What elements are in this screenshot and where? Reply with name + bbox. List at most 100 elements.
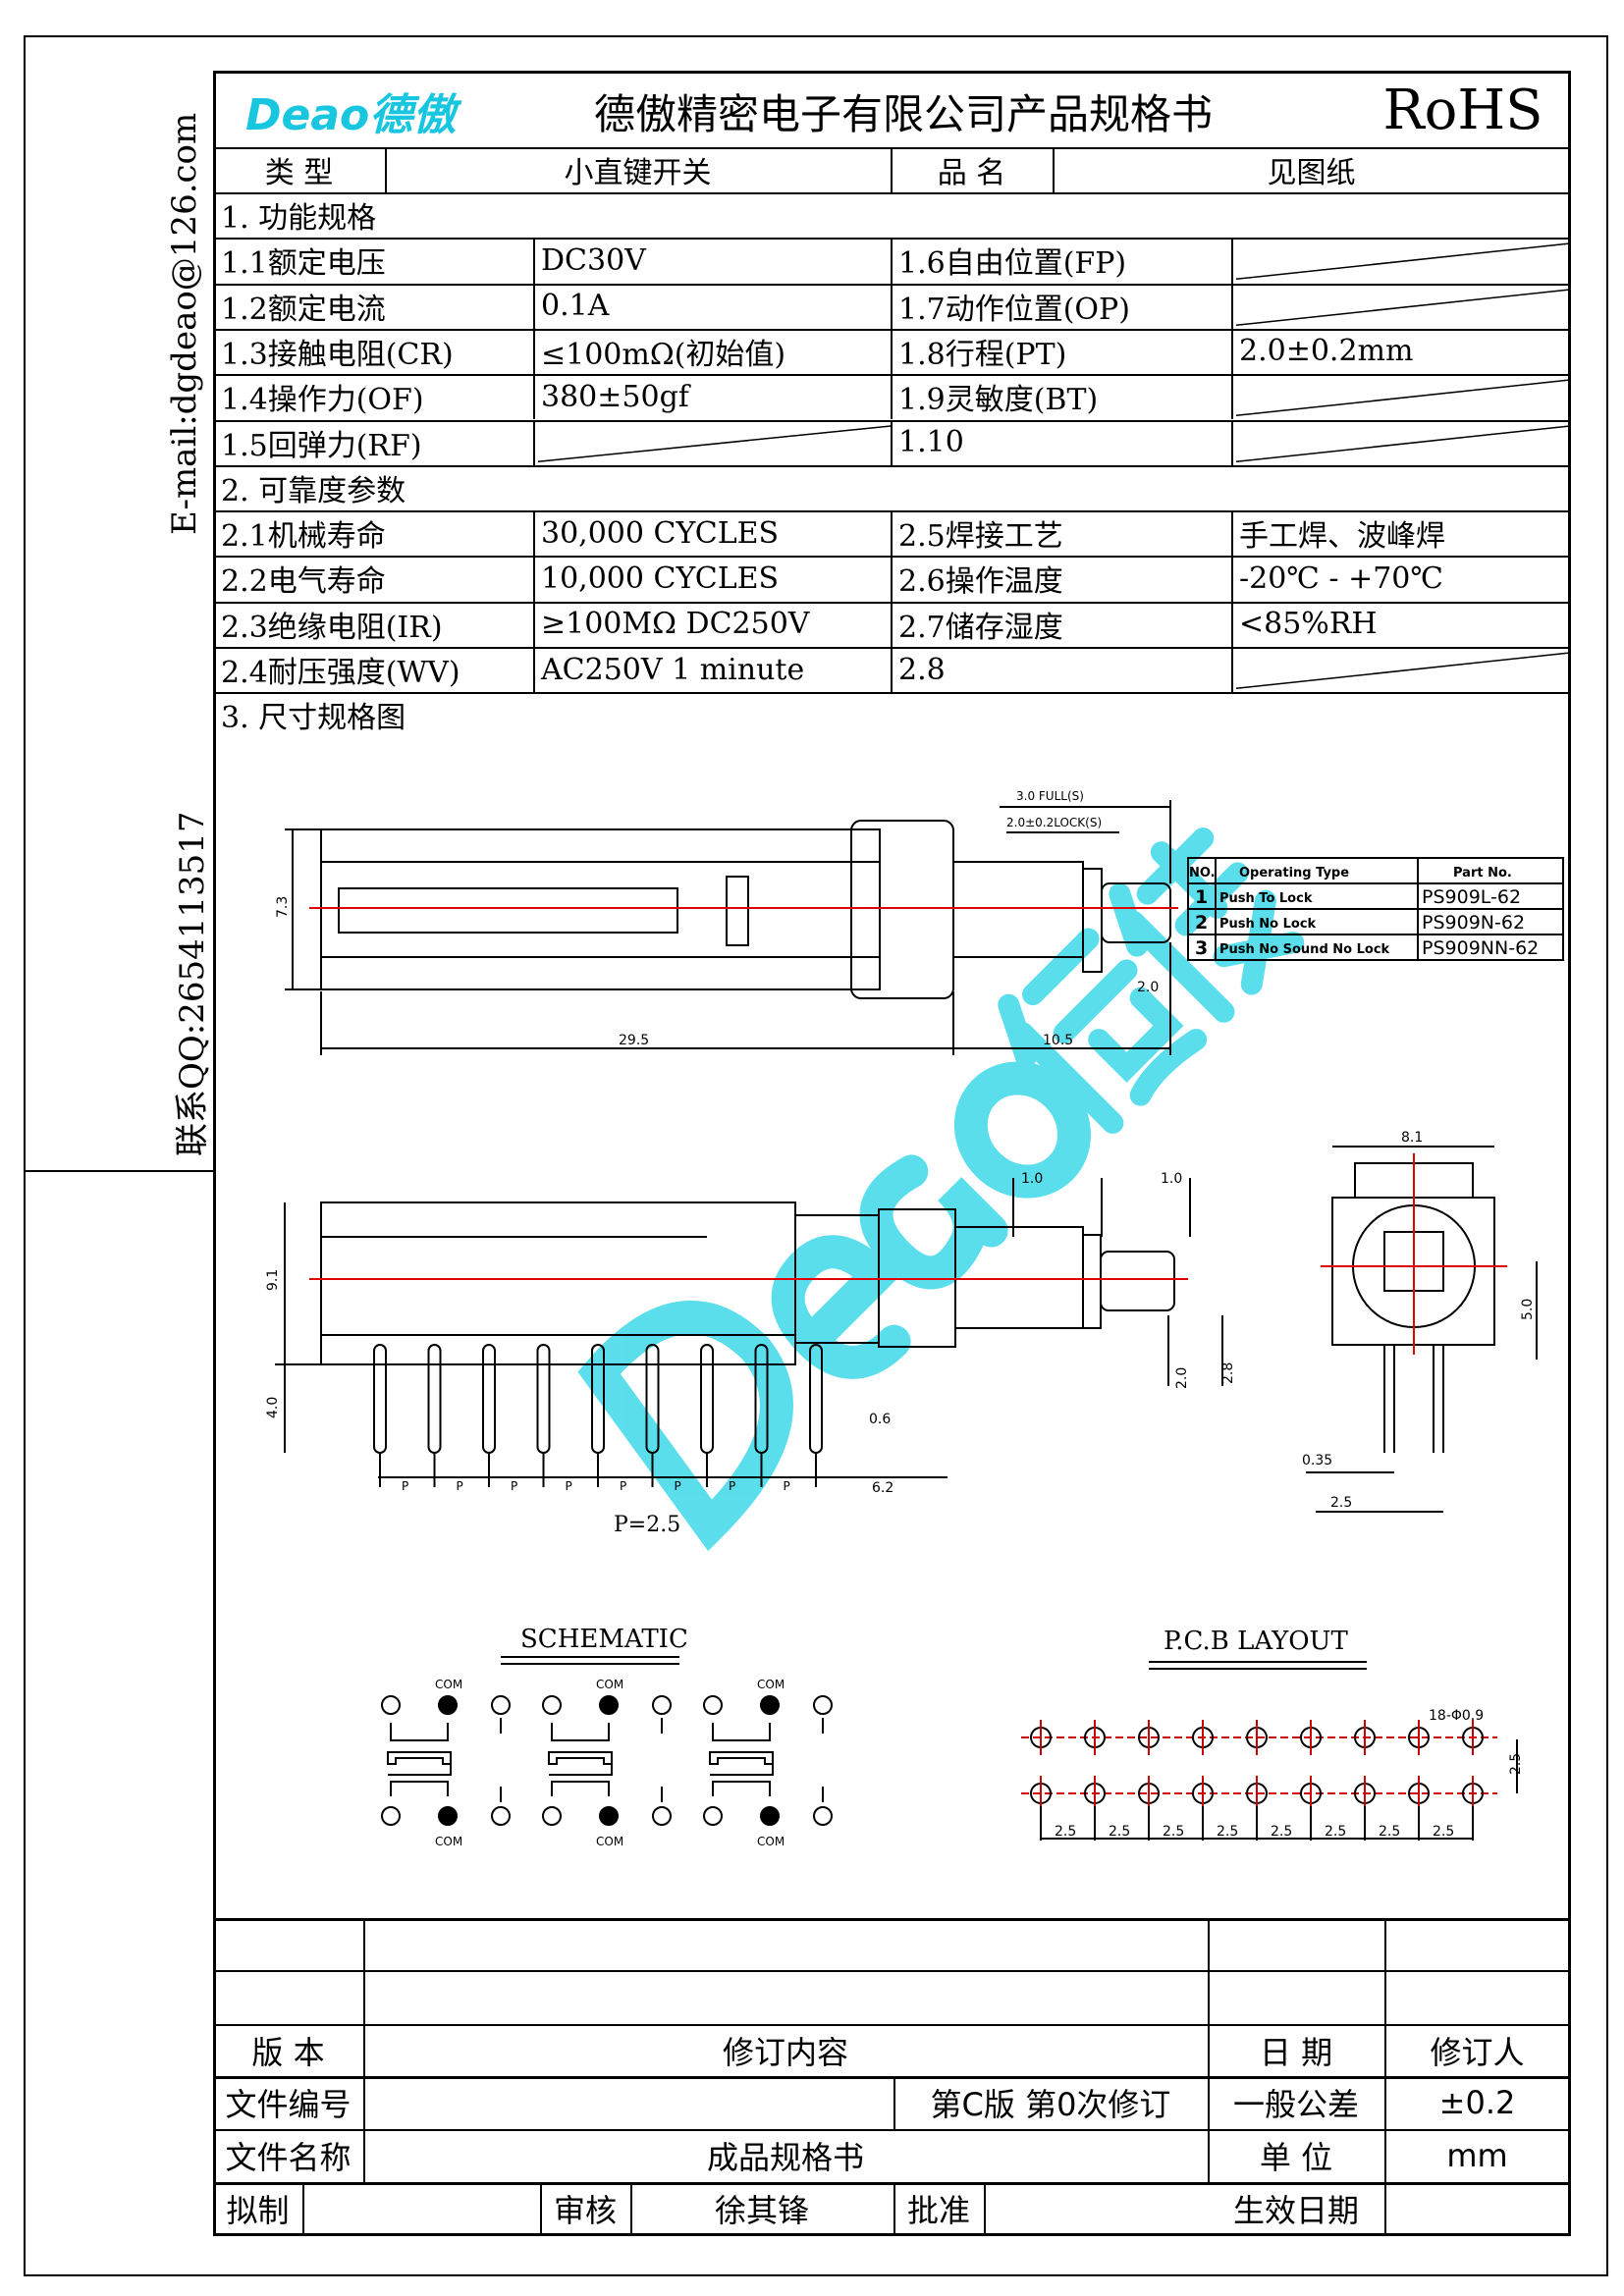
grid-line bbox=[533, 419, 535, 465]
doc-no-label: 文件编号 bbox=[225, 2086, 352, 2123]
empty-cell-slash bbox=[1235, 424, 1570, 462]
grid-line bbox=[891, 147, 893, 192]
terminal bbox=[703, 1806, 723, 1826]
grid-line bbox=[1231, 647, 1233, 693]
spec-label: 2.8 bbox=[898, 652, 946, 687]
spec-label: 1.2额定电流 bbox=[221, 292, 386, 327]
grid-line bbox=[1231, 328, 1233, 375]
drawing-line bbox=[388, 1763, 452, 1796]
empty-cell-slash bbox=[1235, 652, 1570, 690]
com-label: COM bbox=[757, 1835, 785, 1848]
terminal bbox=[599, 1695, 619, 1715]
grid-line bbox=[1208, 1918, 1210, 2182]
grid-line bbox=[893, 2182, 895, 2235]
com-label: COM bbox=[596, 1678, 623, 1691]
spec-value: ≤100mΩ(初始值) bbox=[541, 337, 786, 372]
content-label: 修订内容 bbox=[722, 2033, 848, 2071]
pin bbox=[427, 1344, 442, 1454]
parts-header-type: Operating Type bbox=[1239, 866, 1349, 881]
drawing-line bbox=[652, 1695, 672, 1715]
unit-value: mm bbox=[1446, 2137, 1508, 2174]
drawing-line bbox=[1235, 288, 1570, 326]
dim-label: 10.5 bbox=[1043, 1033, 1073, 1048]
com-label: COM bbox=[757, 1678, 785, 1691]
drawing-line bbox=[953, 1061, 1091, 1199]
drawing-line bbox=[537, 424, 891, 462]
parts-no: 3 bbox=[1195, 937, 1208, 959]
terminal bbox=[599, 1806, 619, 1826]
dim-label: 3.0 FULL(S) bbox=[1016, 789, 1084, 803]
drawing-line bbox=[1235, 242, 1570, 281]
grid-line bbox=[891, 283, 893, 329]
drawing-line bbox=[1235, 379, 1570, 417]
terminal bbox=[760, 1695, 780, 1715]
pitch-p-label: P bbox=[729, 1479, 735, 1493]
drawing-line bbox=[1235, 652, 1570, 690]
spec-label: 1.7动作位置(OP) bbox=[898, 292, 1130, 327]
com-label: COM bbox=[435, 1678, 462, 1691]
parts-type: Push To Lock bbox=[1219, 891, 1313, 906]
dim-label: 2.0 bbox=[1174, 1367, 1190, 1389]
drawing-line bbox=[813, 1695, 833, 1715]
pcb-pitch-label: 2.5 bbox=[1271, 1824, 1292, 1840]
drafted-label: 拟制 bbox=[226, 2192, 290, 2229]
type-label: 类 型 bbox=[264, 156, 334, 190]
top-view-body bbox=[320, 828, 881, 990]
reviser-label: 修订人 bbox=[1430, 2033, 1525, 2071]
grid-line bbox=[1231, 283, 1233, 329]
grid-line bbox=[213, 192, 1570, 194]
spec-value: ≥100MΩ DC250V bbox=[541, 607, 810, 642]
grid-line bbox=[1231, 238, 1233, 284]
drawing-line bbox=[338, 887, 678, 934]
pin bbox=[482, 1344, 496, 1454]
parts-no: 1 bbox=[1195, 886, 1208, 908]
grid-line bbox=[533, 238, 535, 284]
pitch-p-label: P bbox=[620, 1479, 626, 1493]
spec-value: 2.0±0.2mm bbox=[1239, 334, 1414, 369]
drawing-line bbox=[726, 876, 749, 946]
drawing-line bbox=[1235, 424, 1570, 462]
parts-header-part: Part No. bbox=[1453, 866, 1512, 881]
pin bbox=[700, 1344, 714, 1454]
dim-label: 4.0 bbox=[265, 1397, 281, 1418]
parts-type: Push No Lock bbox=[1219, 917, 1317, 932]
spec-value: <85%RH bbox=[1239, 607, 1378, 642]
top-view-shaft bbox=[952, 861, 1084, 958]
grid-line bbox=[1231, 374, 1233, 420]
drawing-line: 7.3 29.5 10.5 2.0 3.0 FULL(S) 2.0±0.2LOC… bbox=[265, 789, 1536, 1775]
approved-label: 批准 bbox=[906, 2192, 970, 2229]
spec-label: 1.8行程(PT) bbox=[898, 337, 1067, 372]
type-value: 小直键开关 bbox=[564, 156, 712, 190]
grid-line bbox=[540, 2182, 542, 2235]
drawing-line bbox=[998, 928, 1208, 1134]
spec-value: 手工焊、波峰焊 bbox=[1239, 519, 1445, 555]
drawing-line bbox=[1187, 857, 1564, 961]
grid-line bbox=[533, 328, 535, 375]
pcb-title: P.C.B LAYOUT bbox=[1164, 1627, 1348, 1656]
tolerance-label: 一般公差 bbox=[1232, 2086, 1359, 2123]
reviewer-name: 徐其锋 bbox=[714, 2192, 809, 2229]
drawing-line bbox=[1082, 1234, 1102, 1329]
grid-line bbox=[213, 2182, 1571, 2185]
pcb-pitch-label: 2.5 bbox=[1325, 1824, 1346, 1840]
side-view-pins bbox=[373, 1344, 823, 1487]
spec-label: 1.4操作力(OF) bbox=[221, 383, 424, 418]
drawing-line bbox=[859, 1154, 1008, 1290]
empty-cell-slash bbox=[537, 424, 891, 462]
terminal bbox=[381, 1806, 401, 1826]
grid-line bbox=[533, 556, 535, 602]
date-label: 日 期 bbox=[1259, 2033, 1333, 2071]
pin bbox=[536, 1344, 551, 1454]
pcb-pitch-label: 2.5 bbox=[1055, 1824, 1076, 1840]
empty-cell-slash bbox=[1235, 379, 1570, 417]
grid-line bbox=[891, 647, 893, 693]
terminal bbox=[703, 1695, 723, 1715]
dim-label: 6.2 bbox=[872, 1480, 893, 1496]
grid-line bbox=[213, 2024, 1571, 2026]
grid-line bbox=[213, 2076, 1571, 2079]
parts-type: Push No Sound No Lock bbox=[1219, 942, 1390, 957]
spec-value: 30,000 CYCLES bbox=[541, 515, 780, 551]
pitch-p-label: P bbox=[402, 1479, 408, 1493]
unit-label: 单 位 bbox=[1259, 2139, 1333, 2176]
